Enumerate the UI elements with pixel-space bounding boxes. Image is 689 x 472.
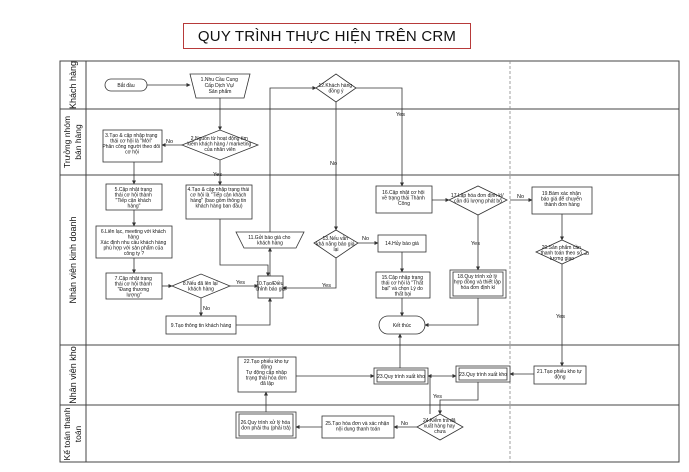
node-15: [375, 271, 431, 299]
node-21-text: 21.Tạo phiếu kho tự động: [537, 369, 583, 381]
node-start: [104, 78, 148, 92]
node-start-text: Bắt đầu: [117, 82, 134, 89]
node-10-text: 10.Tạo/Điều chỉnh báo giá: [256, 281, 286, 293]
node-5-text: 5.Cập nhật trạng thái cơ hội thành "Tiếp…: [115, 187, 154, 210]
label-no-n8-n9: No: [203, 306, 210, 312]
node-11: [235, 231, 305, 249]
edge-n23b-n24: [438, 382, 479, 415]
edge-n4-n10: [219, 219, 270, 277]
node-23b-text: 23.Quy trình xuất kho: [459, 372, 507, 378]
node-16: [375, 185, 433, 214]
node-12: [315, 73, 357, 103]
edge-n11-n12: [269, 86, 317, 232]
label-yes-n12-n16: Yes: [396, 112, 405, 118]
node-10: [257, 275, 284, 299]
lane-label-truong-nhom-2: bán hàng: [73, 124, 83, 160]
node-5: [105, 183, 163, 211]
label-no-n24-n25: No: [401, 421, 408, 427]
label-no-n13-n14: No: [362, 236, 369, 242]
label-no-n17-n19: No: [517, 194, 524, 200]
node-25-text: 25.Tạo hóa đơn và xác nhận nội dung than…: [325, 421, 390, 433]
node-13: [313, 229, 359, 259]
node-26: [235, 411, 297, 439]
edge-n12-n16: [356, 87, 404, 187]
node-23b: [455, 365, 511, 383]
node-17-text: 17.Lập hóa đơn định kì/ cần đủ lượng phá…: [451, 193, 505, 205]
node-9: [165, 315, 237, 335]
node-24: [416, 413, 464, 441]
label-yes-n20-n21: Yes: [556, 314, 565, 320]
node-21: [533, 365, 587, 385]
node-19: [531, 186, 593, 215]
label-yes-n24-n23a: Yes: [433, 394, 442, 400]
node-20-text: 20.Sản phẩm cần thanh toán theo số lượng…: [541, 244, 584, 262]
node-7-text: 7.Cập nhật trạng thái cơ hội thành "Đang…: [115, 276, 154, 299]
label-yes-n2-n4: Yes: [213, 172, 222, 178]
label-no-n12-n13: No: [330, 161, 337, 167]
node-23b-inner: [458, 367, 508, 381]
node-11-text: 11.Gửi báo giá cho khách hàng: [248, 234, 292, 247]
label-yes-n8-n10: Yes: [236, 280, 245, 286]
node-16-text: 16.Cập nhật cơ hội về trạng thái Thành C…: [382, 190, 426, 207]
node-23a-text: 23.Quy trình xuất kho: [377, 374, 425, 380]
node-18-text: 18.Quy trình xử lý hợp đồng và thiết lập…: [454, 273, 502, 291]
edge-n13-n10: [282, 258, 337, 290]
node-14-text: 14.Hủy báo giá: [385, 240, 419, 247]
diagram-title: QUY TRÌNH THỰC HIỆN TRÊN CRM: [183, 23, 471, 49]
node-3: [102, 129, 163, 163]
lane-label-khach-hang: Khách hàng: [68, 61, 78, 109]
node-1: [189, 73, 251, 99]
node-19-text: 19.Bám xác nhận báo giá để chuyển thành …: [541, 191, 583, 208]
node-2-text: 2.Nguồn từ hoạt động tìm kiếm khách hàng…: [187, 136, 252, 153]
node-15-text: 15.Cập nhập trạng thái cơ hội là "Thất b…: [381, 275, 424, 298]
node-18-inner: [452, 271, 504, 297]
node-22: [237, 356, 297, 393]
node-20: [535, 239, 589, 265]
node-8: [170, 273, 232, 299]
lane-label-nhan-vien-kho: Nhân viên kho: [68, 346, 78, 404]
node-26-inner: [238, 413, 294, 437]
edge-n18-end: [424, 298, 479, 327]
node-3-text: 3.Tạo & cập nhập trạng thái cơ hội là "M…: [102, 133, 161, 156]
node-18: [449, 269, 507, 299]
lane-labels: Khách hàng Trưởng nhóm bán hàng Nhân viê…: [62, 61, 83, 460]
swimlane-frame: [59, 60, 680, 463]
lane-label-truong-nhom-1: Trưởng nhóm: [62, 116, 72, 168]
node-25: [321, 415, 395, 439]
node-end: [378, 315, 426, 335]
node-14: [377, 234, 427, 253]
label-no-n2-n3: No: [166, 139, 173, 145]
nodes: Bắt đầu 1.Nhu Cầu Cung Cấp Dịch Vụ/ Sản …: [95, 73, 593, 441]
lane-label-ke-toan-1: Kế toán thanh: [62, 407, 72, 460]
lane-label-ke-toan-2: toán: [73, 425, 83, 442]
node-17: [448, 185, 508, 216]
lane-label-nhan-vien-kinh-doanh: Nhân viên kinh doanh: [68, 216, 78, 303]
label-yes-n13-n10: Yes: [322, 283, 331, 289]
label-yes-n17-n18: Yes: [471, 241, 480, 247]
node-7: [105, 272, 163, 300]
node-1-text: 1.Nhu Cầu Cung Cấp Dịch Vụ/ Sản phẩm: [201, 77, 240, 95]
node-end-text: Kết thúc: [393, 323, 412, 329]
node-26-text: 26.Quy trình xử lý hóa đơn phải thu (phả…: [241, 419, 292, 432]
node-12-text: 12.Khách hàng đồng ý: [318, 83, 353, 95]
node-8-text: 8.Nếu đã lên lại khách hàng: [183, 281, 219, 293]
node-2: [180, 129, 260, 161]
node-23a: [373, 367, 429, 385]
edge-n9-n10: [236, 297, 272, 326]
node-4: [185, 184, 253, 220]
node-22-text: 22.Tạo phiếu kho tự động Tự động cập nhậ…: [244, 359, 290, 387]
node-24-text: 24.Kiểm tra đã xuất hàng hay chưa: [423, 417, 457, 435]
edges: [132, 83, 564, 429]
edge-labels: Yes No Yes No Yes No Yes No No Yes Yes N…: [166, 112, 589, 427]
node-6: [95, 225, 173, 259]
node-4-text: 4.Tạo & cập nhập trạng thái cơ hội là "T…: [187, 187, 250, 210]
label-no-n20: No: [582, 251, 589, 257]
node-6-text: 6.Liên lạc, meeting với khách hàng Xác đ…: [100, 229, 167, 257]
node-9-text: 9.Tạo thông tin khách hàng: [171, 323, 232, 329]
node-23a-inner: [376, 369, 426, 383]
node-13-text: 13.Nếu vẫn khả năng báo giá lại: [316, 235, 356, 253]
